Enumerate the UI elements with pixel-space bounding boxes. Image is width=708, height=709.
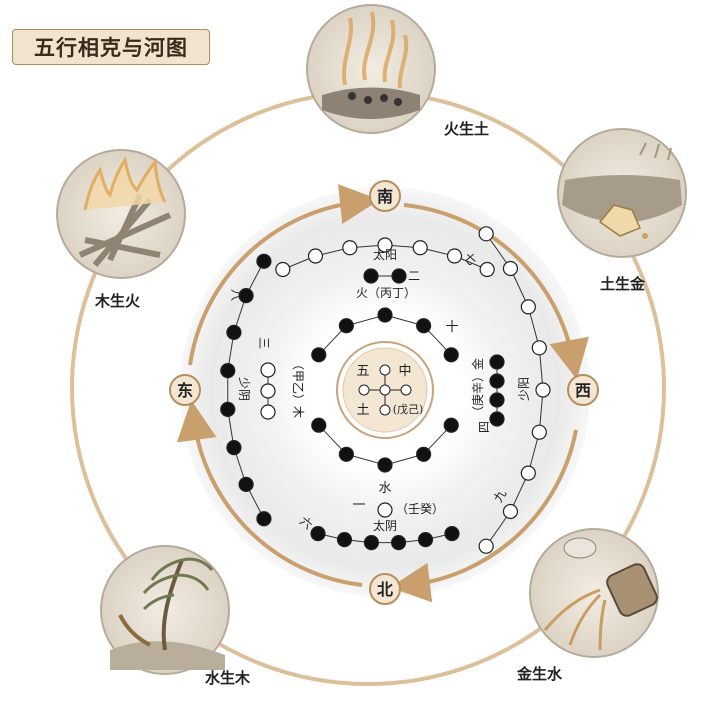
water-wood-illustration: [101, 546, 229, 674]
dot: [276, 263, 290, 277]
dot: [364, 269, 378, 283]
earth-metal-illustration: [558, 129, 686, 257]
dot: [480, 263, 494, 277]
north-badge-label: 北: [377, 580, 393, 599]
dot: [490, 374, 504, 388]
dot: [503, 505, 517, 519]
south-inner-num: 十: [445, 320, 458, 335]
dot: [444, 348, 458, 362]
dot: [257, 512, 271, 526]
dot: [419, 533, 433, 547]
label-fire-earth: 火生土: [444, 118, 489, 139]
dot: [378, 458, 392, 472]
dot: [364, 536, 378, 550]
center-stems: (戊己): [393, 403, 424, 416]
north-element: 水: [378, 481, 391, 496]
dot: [444, 418, 458, 432]
center-mid: 中: [398, 364, 411, 379]
dot: [392, 536, 406, 550]
south-yin-num: 二: [408, 269, 420, 283]
dot: [521, 466, 535, 480]
wood-fire-illustration: [57, 150, 185, 278]
dot: [490, 393, 504, 407]
dot: [257, 254, 271, 268]
dot: [227, 441, 241, 455]
metal-water-illustration: [530, 529, 659, 657]
dot: [479, 227, 493, 241]
east-yin-label: 少阴: [237, 377, 251, 401]
east-three-white: [261, 363, 275, 419]
east-yang-num: 三: [257, 337, 271, 349]
dot: [532, 341, 546, 355]
west-stems: （庚辛）金: [470, 358, 485, 418]
dot: [227, 325, 241, 339]
dot: [448, 249, 462, 263]
center-num: 五: [356, 364, 369, 379]
dot: [343, 241, 357, 255]
dot: [261, 363, 275, 377]
dot: [308, 249, 322, 263]
dot: [532, 425, 546, 439]
south-yang-label: 太阳: [373, 247, 397, 262]
dot: [392, 269, 406, 283]
dot: [445, 527, 459, 541]
dot: [413, 241, 427, 255]
dot: [339, 319, 353, 333]
west-badge-label: 西: [575, 381, 591, 400]
fire-earth-illustration: [307, 5, 435, 133]
north-yang-num: 一: [352, 498, 365, 513]
east-badge-label: 东: [177, 381, 193, 400]
center-element: 土: [356, 403, 369, 418]
label-earth-metal: 土生金: [600, 273, 645, 294]
dot: [261, 384, 275, 398]
east-yin-num: 八: [229, 289, 243, 301]
dot: [378, 308, 392, 322]
dot: [239, 477, 253, 491]
dot: [337, 533, 351, 547]
west-yin-num: 四: [477, 421, 491, 433]
dot: [221, 402, 235, 416]
south-element-stems: 火（丙丁）: [356, 286, 416, 300]
label-wood-fire: 木生火: [95, 290, 140, 311]
east-stems: （甲乙）木: [291, 358, 305, 418]
dot: [479, 539, 493, 553]
dot: [536, 383, 550, 397]
north-one-white: [378, 503, 392, 517]
dot: [521, 300, 535, 314]
dot: [312, 348, 326, 362]
dot: [261, 405, 275, 419]
dot: [417, 319, 431, 333]
dot: [490, 355, 504, 369]
dot: [378, 503, 392, 517]
label-metal-water: 金生水: [517, 663, 562, 684]
north-stems: （壬癸）: [396, 502, 444, 516]
north-yin-label: 太阴: [373, 518, 397, 533]
dot: [312, 418, 326, 432]
label-water-wood: 水生木: [205, 667, 250, 688]
south-badge-label: 南: [377, 187, 393, 206]
dot: [503, 262, 517, 276]
dot: [311, 527, 325, 541]
dot: [417, 447, 431, 461]
page-title: 五行相克与河图: [12, 29, 210, 65]
dot: [339, 447, 353, 461]
dot: [221, 364, 235, 378]
dot: [490, 412, 504, 426]
west-yang-label: 少阳: [517, 377, 531, 401]
